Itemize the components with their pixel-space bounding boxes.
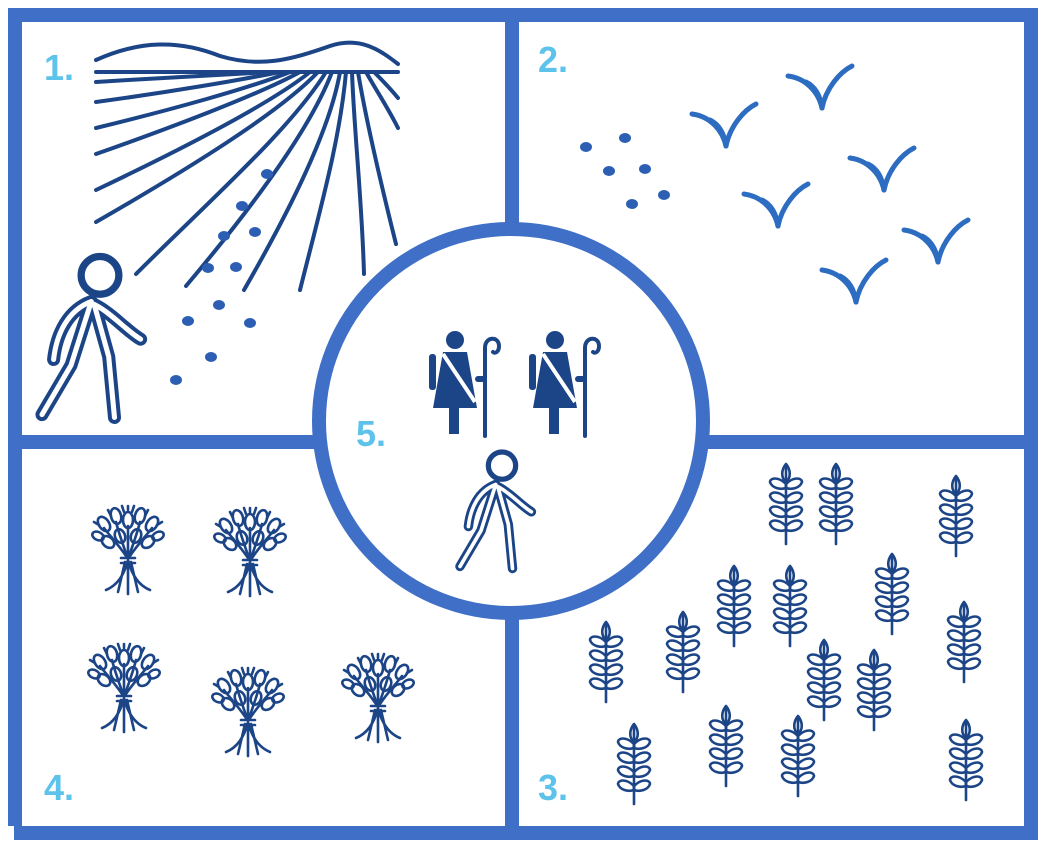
- panel-number-4: 4.: [44, 767, 74, 808]
- seed-icon: [170, 169, 273, 385]
- furrow-icon: [96, 72, 398, 290]
- panel-number-3: 3.: [538, 767, 568, 808]
- panel-number-5: 5.: [356, 413, 386, 454]
- panel-number-1: 1.: [44, 47, 74, 88]
- horizon-icon: [96, 43, 398, 72]
- panel-number-2: 2.: [538, 39, 568, 80]
- panel-harvest-sheaves: 4.: [44, 506, 415, 808]
- sprout-icon: [692, 66, 968, 302]
- seed-icon: [580, 133, 670, 209]
- panel-center-circle: 5.: [319, 229, 703, 613]
- walking-person-icon: [42, 257, 141, 418]
